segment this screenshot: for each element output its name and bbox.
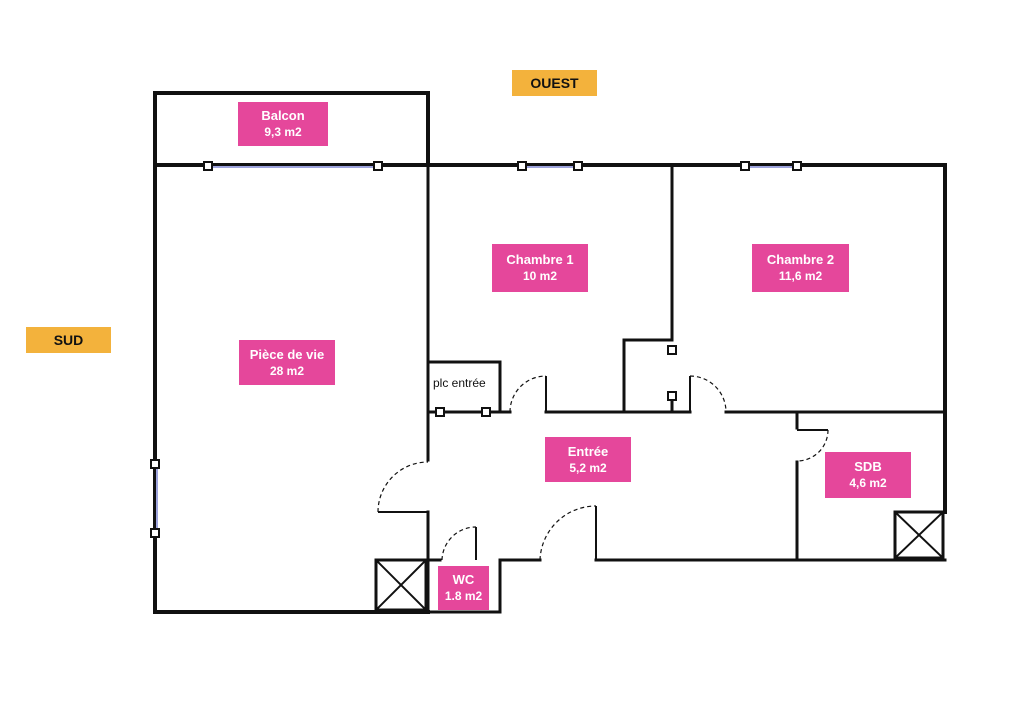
- label-sdb: SDB 4,6 m2: [825, 452, 911, 498]
- room-area: 9,3 m2: [264, 125, 302, 139]
- living-door-swing: [377, 461, 429, 513]
- room-area: 1.8 m2: [444, 589, 483, 603]
- room-name: Chambre 2: [766, 252, 835, 267]
- window-node: [740, 161, 750, 171]
- entrance-door-swing: [539, 505, 597, 561]
- room-name: WC: [452, 572, 475, 587]
- room-name: Entrée: [567, 443, 609, 459]
- closet-node: [481, 407, 491, 417]
- bathroom-shaft-cross-b: [893, 510, 945, 560]
- window-node: [203, 161, 213, 171]
- closet-node: [667, 391, 677, 401]
- bedroom1-door-swing: [509, 375, 547, 413]
- room-name: Chambre 1: [506, 252, 574, 267]
- closet-node: [435, 407, 445, 417]
- bedroom2-door-swing: [689, 375, 727, 413]
- living-shaft-cross-b: [374, 558, 428, 612]
- window-node: [792, 161, 802, 171]
- room-area: 5,2 m2: [569, 460, 607, 475]
- label-piece-de-vie: Pièce de vie 28 m2: [239, 340, 335, 385]
- orientation-west: OUEST: [512, 70, 597, 96]
- room-area: 11,6 m2: [778, 269, 823, 283]
- room-area: 10 m2: [522, 269, 558, 283]
- closet-label: plc entrée: [433, 376, 486, 390]
- room-area: 28 m2: [269, 363, 305, 378]
- closet-node: [667, 345, 677, 355]
- window-node: [150, 459, 160, 469]
- windows: [150, 161, 802, 538]
- room-name: SDB: [854, 459, 882, 474]
- bathroom-shaft: [893, 510, 945, 560]
- bedroom1-closet-wall: [622, 338, 674, 414]
- wc-door-swing: [441, 526, 477, 561]
- window-node: [517, 161, 527, 171]
- room-name: Pièce de vie: [249, 346, 325, 362]
- entry-closet-wall: [426, 360, 502, 414]
- wc-wall: [426, 558, 502, 614]
- label-wc: WC 1.8 m2: [438, 566, 489, 610]
- room-area: 4,6 m2: [849, 476, 887, 490]
- balcony-wall: [153, 91, 430, 165]
- room-name: Balcon: [261, 108, 305, 123]
- doors: [377, 375, 829, 561]
- living-shaft: [374, 558, 428, 612]
- label-chambre-2: Chambre 2 11,6 m2: [752, 244, 849, 292]
- window-node: [150, 528, 160, 538]
- orientation-south: SUD: [26, 327, 111, 353]
- label-chambre-1: Chambre 1 10 m2: [492, 244, 588, 292]
- window-node: [373, 161, 383, 171]
- label-entree: Entrée 5,2 m2: [545, 437, 631, 482]
- label-balcon: Balcon 9,3 m2: [238, 102, 328, 146]
- window-node: [573, 161, 583, 171]
- bathroom-door-swing: [796, 429, 829, 462]
- walls: [153, 91, 947, 614]
